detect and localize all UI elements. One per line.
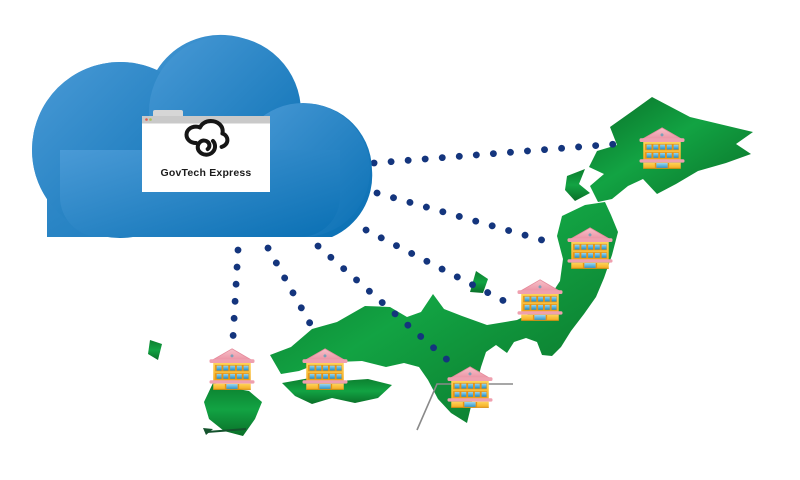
government-building-icon xyxy=(209,348,255,391)
connection-kyushu xyxy=(229,246,242,342)
govtech-logo-icon xyxy=(184,119,230,157)
window-controls-icon xyxy=(145,118,152,121)
island-chain-line xyxy=(206,428,247,433)
island-strait xyxy=(565,169,590,201)
browser-window: GovTech Express xyxy=(142,110,270,192)
connection-lines xyxy=(229,140,620,368)
browser-body xyxy=(142,123,270,192)
cloud-service-label: GovTech Express xyxy=(161,167,252,179)
connection-tohoku xyxy=(373,189,553,246)
cloud-icon xyxy=(32,34,373,238)
island-chain-tip xyxy=(203,428,213,435)
island-tsushima xyxy=(148,340,162,360)
island-honshu xyxy=(270,202,618,423)
connection-kanto xyxy=(362,226,512,307)
government-building-icon xyxy=(517,279,563,322)
connection-shikoku xyxy=(264,244,321,340)
connection-hokkaido xyxy=(370,140,620,167)
island-kyushu xyxy=(204,383,262,436)
